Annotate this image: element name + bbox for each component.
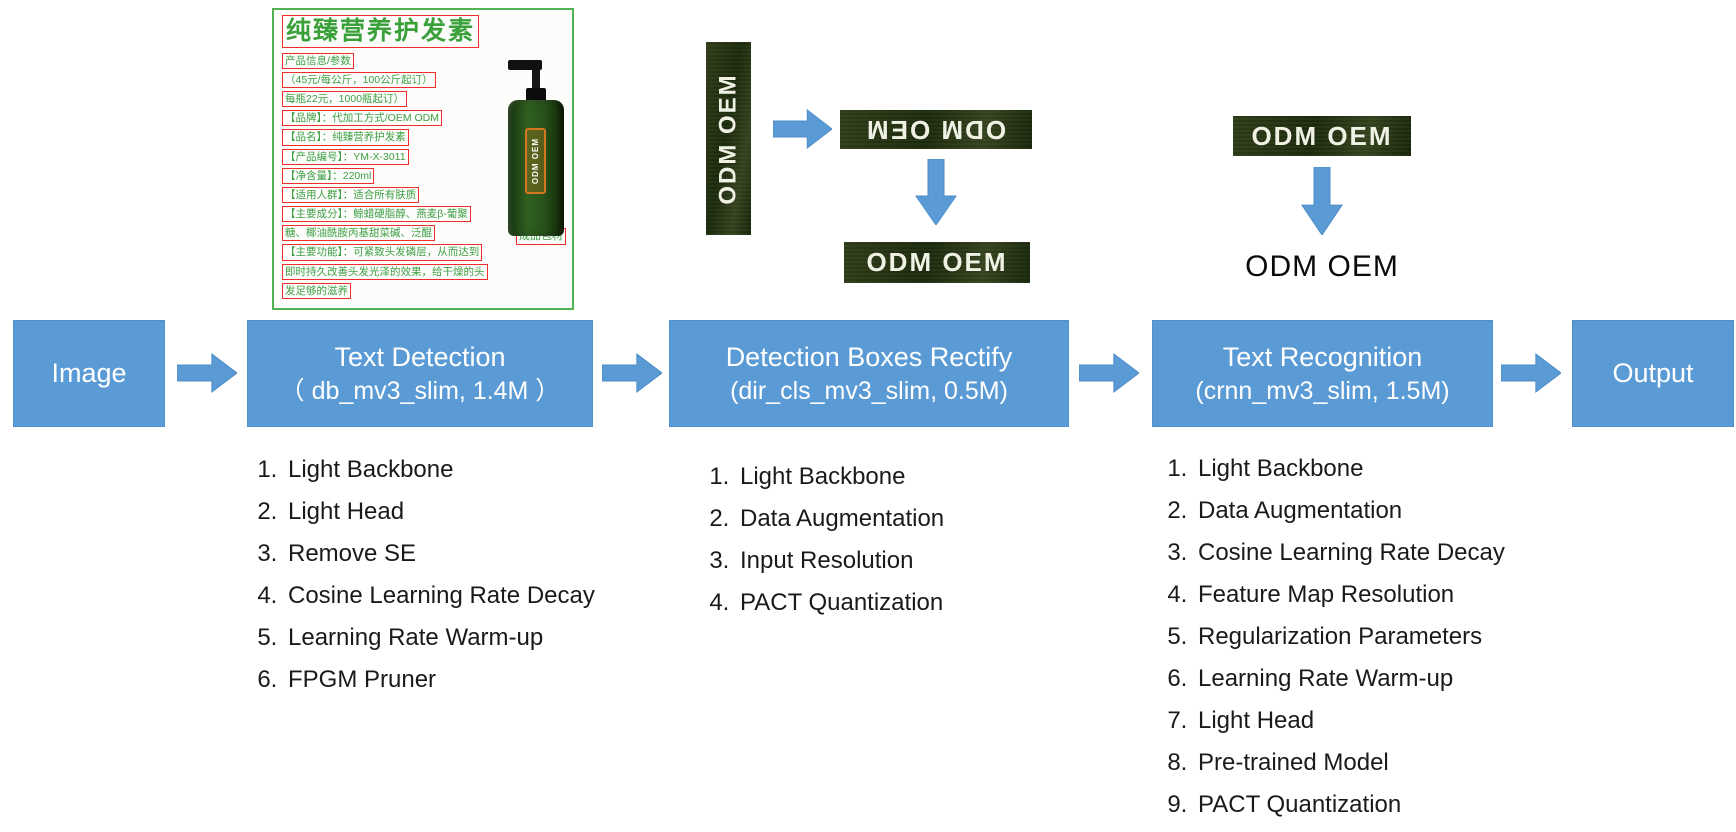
box-title: Image bbox=[51, 358, 127, 389]
detected-text-line: 产品信息/参数 bbox=[282, 51, 487, 69]
arrow-right-icon bbox=[773, 109, 832, 149]
arrow-down-icon bbox=[1301, 167, 1343, 235]
arrow-right-icon bbox=[1501, 353, 1561, 393]
cropped-text-rectified-image: ODM OEM bbox=[844, 242, 1030, 283]
detected-text-line: 发足够的滋养 bbox=[282, 281, 564, 299]
detected-text-line: 糖、椰油酰胺丙基甜菜碱、泛醌 bbox=[282, 223, 487, 242]
crop-text: ODM OEM bbox=[865, 115, 1007, 145]
product-text-lines: 产品信息/参数（45元/每公斤，100公斤起订）每瓶22元，1000瓶起订）【品… bbox=[282, 51, 487, 242]
arrow-right-icon bbox=[177, 353, 237, 393]
cropped-text-flipped-image: ODM OEM bbox=[840, 110, 1032, 149]
crop-text: ODM OEM bbox=[1251, 120, 1393, 151]
bottle-pump-collar bbox=[526, 88, 546, 101]
list-item: PACT Quantization bbox=[736, 582, 1102, 624]
list-item: Data Augmentation bbox=[736, 498, 1102, 540]
product-bottle-photo: ODM OEM bbox=[502, 60, 568, 240]
list-item: Light Backbone bbox=[736, 456, 1102, 498]
detected-text-line: 【适用人群】：适合所有肤质 bbox=[282, 185, 487, 204]
recognition-optimizations-list: Light BackboneData AugmentationCosine Le… bbox=[1160, 448, 1580, 826]
list-item: Cosine Learning Rate Decay bbox=[1194, 532, 1580, 574]
detected-text-line: 【净含量】：220ml bbox=[282, 166, 487, 184]
arrow-right-icon bbox=[1079, 353, 1139, 393]
cropped-text-vertical-image: ODM OEM bbox=[706, 42, 751, 235]
detected-text-line: 【品名】：纯臻营养护发素 bbox=[282, 127, 487, 146]
detected-text-line: （45元/每公斤，100公斤起订） bbox=[282, 70, 487, 89]
pipeline-box-text-recognition: Text Recognition (crnn_mv3_slim, 1.5M) bbox=[1152, 320, 1493, 427]
list-item: Feature Map Resolution bbox=[1194, 574, 1580, 616]
box-title: Text Recognition bbox=[1222, 341, 1423, 372]
list-item: Input Resolution bbox=[736, 540, 1102, 582]
product-text-lines-wide: 【主要功能】：可紧致头发磷层，从而达到即时持久改善头发光泽的效果，给干燥的头发足… bbox=[282, 242, 564, 299]
detected-title-text: 纯臻营养护发素 bbox=[282, 15, 480, 48]
list-item: Learning Rate Warm-up bbox=[1194, 658, 1580, 700]
list-item: Pre-trained Model bbox=[1194, 742, 1580, 784]
pipeline-box-text-detection: Text Detection （ db_mv3_slim, 1.4M ） bbox=[247, 320, 593, 427]
rectify-optimizations-list: Light BackboneData AugmentationInput Res… bbox=[702, 456, 1102, 624]
crop-text: ODM OEM bbox=[866, 247, 1008, 277]
box-subtitle: (dir_cls_mv3_slim, 0.5M) bbox=[730, 377, 1008, 406]
list-item: Light Head bbox=[1194, 700, 1580, 742]
recognition-input-image: ODM OEM bbox=[1233, 116, 1411, 156]
detected-text-line: 即时持久改善头发光泽的效果，给干燥的头 bbox=[282, 262, 564, 280]
box-subtitle: (crnn_mv3_slim, 1.5M) bbox=[1195, 377, 1450, 406]
list-item: Light Backbone bbox=[1194, 448, 1580, 490]
list-item: Light Backbone bbox=[284, 449, 650, 491]
detected-text-line: 【主要成分】：鲸蜡硬脂醇、燕麦β-葡聚 bbox=[282, 204, 487, 223]
list-item: Cosine Learning Rate Decay bbox=[284, 575, 650, 617]
recognition-result-text: ODM OEM bbox=[1245, 250, 1399, 283]
detected-text-line: 每瓶22元，1000瓶起订） bbox=[282, 89, 487, 108]
bottle-label-text: ODM OEM bbox=[531, 137, 540, 185]
product-title-row: 纯臻营养护发素 bbox=[282, 15, 564, 48]
list-item: Remove SE bbox=[284, 533, 650, 575]
bottle-pump-stem bbox=[532, 70, 540, 90]
list-item: Regularization Parameters bbox=[1194, 616, 1580, 658]
box-title: Text Detection bbox=[334, 341, 506, 372]
detected-text-line: 【品牌】：代加工方式/OEM ODM bbox=[282, 108, 487, 127]
list-item: Light Head bbox=[284, 491, 650, 533]
box-subtitle: （ db_mv3_slim, 1.4M ） bbox=[279, 377, 561, 406]
arrow-down-icon bbox=[915, 159, 957, 225]
list-item: FPGM Pruner bbox=[284, 659, 650, 701]
bottle-body: ODM OEM bbox=[508, 100, 564, 236]
detected-text-line: 【产品编号】：YM-X-3011 bbox=[282, 147, 487, 165]
list-item: Data Augmentation bbox=[1194, 490, 1580, 532]
arrow-right-icon bbox=[602, 353, 662, 393]
detected-text-line: 【主要功能】：可紧致头发磷层，从而达到 bbox=[282, 242, 564, 261]
crop-text: ODM OEM bbox=[714, 72, 742, 205]
pipeline-box-image: Image bbox=[13, 320, 165, 427]
box-title: Output bbox=[1612, 358, 1694, 389]
pipeline-box-output: Output bbox=[1572, 320, 1734, 427]
bottle-label: ODM OEM bbox=[525, 128, 546, 194]
pipeline-box-detection-boxes-rectify: Detection Boxes Rectify (dir_cls_mv3_sli… bbox=[669, 320, 1069, 427]
list-item: Learning Rate Warm-up bbox=[284, 617, 650, 659]
box-title: Detection Boxes Rectify bbox=[725, 341, 1013, 372]
sample-input-image: 纯臻营养护发素 产品信息/参数（45元/每公斤，100公斤起订）每瓶22元，10… bbox=[272, 8, 574, 310]
list-item: PACT Quantization bbox=[1194, 784, 1580, 826]
bottle-pump-nozzle bbox=[508, 60, 542, 70]
detection-optimizations-list: Light BackboneLight HeadRemove SECosine … bbox=[250, 449, 650, 701]
